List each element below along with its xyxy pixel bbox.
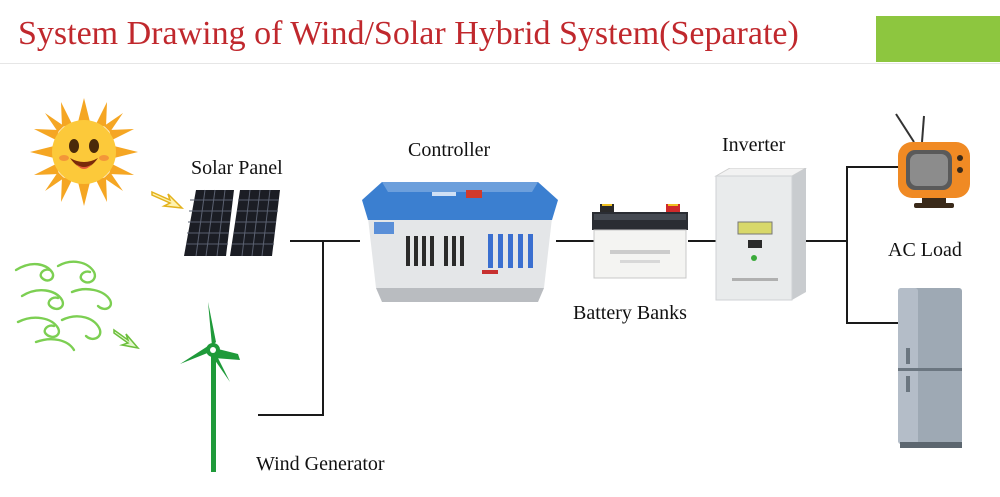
wire-tv (846, 166, 898, 168)
wire-panel-controller (290, 240, 360, 242)
arrow-icon (112, 326, 142, 354)
wire-vertical-bus (322, 240, 324, 416)
controller-label: Controller (408, 139, 491, 161)
solar-panel-icon (182, 188, 286, 258)
wire-turbine-controller (258, 414, 324, 416)
arrow-icon (150, 186, 186, 214)
page-title: System Drawing of Wind/Solar Hybrid Syst… (18, 15, 799, 52)
inverter-label: Inverter (722, 134, 786, 156)
wind-generator-label: Wind Generator (256, 453, 385, 475)
wind-turbine-icon (178, 300, 248, 475)
wire-controller-battery (556, 240, 594, 242)
accent-block (876, 16, 1000, 62)
wire-battery-inverter (688, 240, 716, 242)
battery-banks-label: Battery Banks (573, 302, 687, 324)
refrigerator-icon (894, 284, 968, 450)
battery-icon (590, 204, 690, 280)
ac-load-label: AC Load (888, 239, 962, 261)
inverter-icon (712, 168, 808, 304)
tv-icon (884, 112, 974, 212)
wire-inverter-loads (806, 240, 848, 242)
sun-icon (28, 96, 140, 208)
wind-swirl-icon (12, 256, 132, 356)
title-divider (0, 63, 1000, 64)
wire-refrigerator (846, 322, 898, 324)
controller-icon (362, 178, 558, 308)
solar-panel-label: Solar Panel (191, 157, 283, 179)
wire-load-bus (846, 166, 848, 324)
